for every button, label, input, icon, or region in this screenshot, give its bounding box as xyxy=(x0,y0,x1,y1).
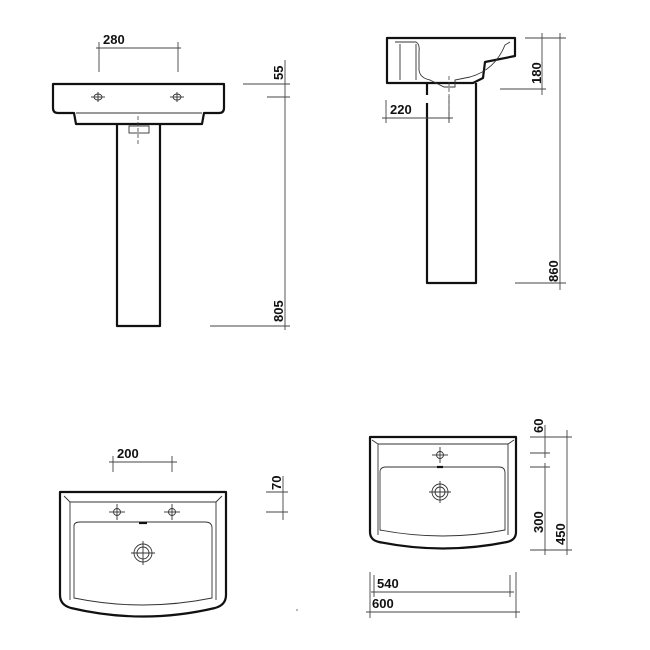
basin-outline xyxy=(368,435,518,550)
waste-outlet xyxy=(128,125,150,134)
dimension-label-60: 60 xyxy=(531,419,546,433)
tap-hole-right xyxy=(164,504,180,520)
dimension-label-540: 540 xyxy=(377,576,399,591)
dimension-label-300: 300 xyxy=(531,511,546,533)
tap-hole-right xyxy=(170,92,184,102)
front-elevation: 280 55 805 xyxy=(51,32,290,330)
dimension-label-860: 860 xyxy=(546,260,561,282)
pedestal xyxy=(425,83,478,285)
bowl xyxy=(379,466,506,537)
basin-outline xyxy=(58,490,228,618)
dimension-60-300-450: 60 300 450 xyxy=(530,419,572,555)
bowl-profile xyxy=(395,41,511,88)
speck xyxy=(296,609,298,611)
basin-outline xyxy=(51,82,226,126)
dimension-label-55: 55 xyxy=(271,66,286,80)
dimension-label: 220 xyxy=(390,102,412,117)
dimension-label: 280 xyxy=(103,32,125,47)
dimension-200: 200 xyxy=(109,446,177,472)
side-elevation: 220 180 860 xyxy=(382,33,566,290)
overflow-channel xyxy=(399,44,417,80)
pedestal xyxy=(115,124,162,328)
tap-hole-left xyxy=(91,92,105,102)
plan-one-tap: 60 300 450 540 600 xyxy=(366,419,572,618)
dimension-180-860: 180 860 xyxy=(500,33,566,290)
tap-hole xyxy=(432,447,448,463)
plan-two-tap: 200 70 xyxy=(58,446,298,618)
rim-line xyxy=(371,439,515,535)
waste-drain xyxy=(429,481,451,503)
dimension-label-600: 600 xyxy=(372,596,394,611)
bowl xyxy=(73,521,213,606)
dimension-540-600: 540 600 xyxy=(366,572,520,618)
basin-section xyxy=(385,36,517,85)
dimension-70: 70 xyxy=(266,476,288,520)
dimension-label-450: 450 xyxy=(553,523,568,545)
waste-drain xyxy=(131,541,155,565)
dimension-220: 220 xyxy=(382,96,453,123)
dimension-label: 70 xyxy=(269,476,284,490)
dimension-label: 200 xyxy=(117,446,139,461)
rim-line xyxy=(63,495,223,600)
dimension-280: 280 xyxy=(96,32,181,72)
dimension-label-180: 180 xyxy=(529,62,544,84)
dimension-label-805: 805 xyxy=(271,300,286,322)
tap-hole-left xyxy=(109,504,125,520)
dimension-55-805: 55 805 xyxy=(210,60,290,330)
